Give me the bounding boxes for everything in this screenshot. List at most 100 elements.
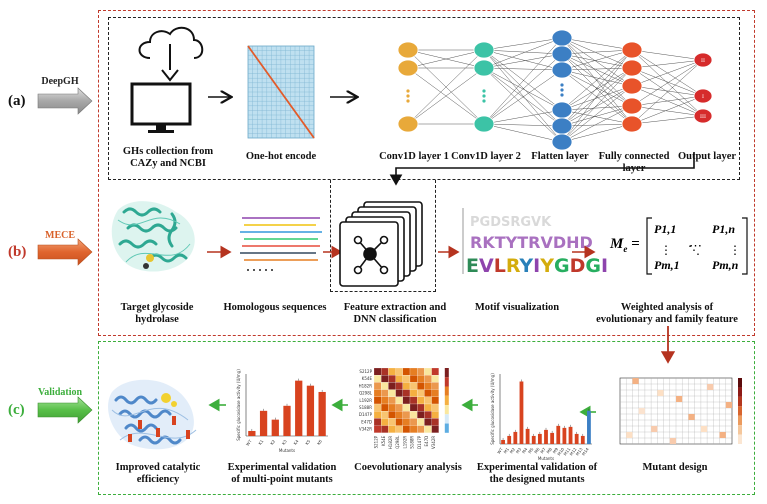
motif-letters: EVLRYIYGDGI <box>466 255 608 277</box>
motif-logo: PGDSRGVK RKTYTRVDHD EVLRYIYGDGI <box>462 208 608 277</box>
coevolution-cell <box>409 375 418 383</box>
bar <box>513 431 518 444</box>
coevolution-cell <box>402 367 411 376</box>
bar <box>501 439 505 444</box>
heatmap-cell <box>651 426 658 432</box>
output-node-label: II <box>701 58 705 64</box>
column-label: V342R <box>431 436 436 449</box>
matrix-symbol: Me = <box>610 236 640 254</box>
coevolution-cell <box>424 418 432 426</box>
label-improved-catalytic-efficiency: Improved catalytic efficiency <box>115 462 201 485</box>
colorbar-segment <box>444 386 449 396</box>
coevolution-cell <box>431 367 439 376</box>
improved-protein-structure <box>108 379 197 450</box>
tick-label: M10 <box>556 446 565 456</box>
column-label: E47D <box>424 436 429 447</box>
coevolution-cell <box>388 375 396 383</box>
colorbar-segment <box>738 396 742 407</box>
network-node <box>621 115 643 133</box>
svg-text:RKTYTRVDHD: RKTYTRVDHD <box>470 233 593 252</box>
coevolution-cell <box>381 389 389 397</box>
bar <box>295 380 303 436</box>
heatmap-cell <box>632 378 639 384</box>
bar <box>562 427 567 444</box>
deepgh-side-arrow <box>37 87 93 115</box>
row-label: V342R <box>359 427 372 432</box>
x-axis-label: Mutants <box>538 456 554 461</box>
coevolution-cell <box>388 389 396 397</box>
panel-c-letter: (c) <box>8 402 25 418</box>
heatmap-cell <box>707 384 714 390</box>
tick-label: M13 <box>575 446 584 456</box>
coevolution-cell <box>409 389 418 397</box>
coevolution-cell <box>431 382 439 390</box>
tick-label: K3 <box>281 438 288 445</box>
tick-label: M7 <box>539 446 547 454</box>
svg-text:PGDSRGVK: PGDSRGVK <box>470 215 552 230</box>
coevolution-cell <box>395 411 403 419</box>
label-target-glycoside-hydrolase: Target glycoside hydrolase <box>120 302 194 325</box>
bar <box>525 428 530 444</box>
network-node <box>473 115 495 133</box>
colorbar-segment <box>738 387 742 397</box>
output-node-label: III <box>700 114 706 120</box>
bar <box>544 429 548 444</box>
column-label: Q298L <box>395 435 400 449</box>
coevolution-cell <box>424 382 432 390</box>
output-node-label: I <box>702 94 704 100</box>
outer-red-frame <box>98 10 755 336</box>
heatmap-cell <box>638 408 645 414</box>
svg-text:⋮: ⋮ <box>729 243 741 257</box>
coevolution-cell <box>395 396 403 405</box>
ellipsis-dot <box>560 88 564 92</box>
ellipsis-dot <box>406 89 410 93</box>
weighted-matrix: ⋯ ⋮ ⋮ ⋱ <box>646 217 748 275</box>
colorbar-segment <box>444 368 449 378</box>
coevolution-cell <box>388 382 396 390</box>
coevolution-cell <box>431 425 439 433</box>
tick-label: M8 <box>545 446 553 454</box>
network-node <box>551 61 573 79</box>
coevolution-cell <box>388 411 396 419</box>
network-node <box>551 29 573 47</box>
target-protein-structure <box>111 201 195 272</box>
label-weighted-analysis: Weighted analysis of evolutionary and fa… <box>596 302 738 325</box>
cloud-download-icon <box>138 26 204 82</box>
network-node <box>693 108 713 124</box>
panel-b-letter: (b) <box>8 244 27 260</box>
coevolution-cell <box>417 403 425 412</box>
label-output-layer: Output layer <box>677 151 737 162</box>
tick-label: K6 <box>316 438 323 445</box>
coevolution-cell <box>431 418 439 426</box>
coevolution-cell <box>409 403 418 412</box>
row-label: S212P <box>359 369 372 374</box>
coevolution-cell <box>395 375 403 383</box>
coevolution-cell <box>395 367 403 376</box>
y-axis-label: Specific glucosidase activity (U/mg) <box>490 373 495 445</box>
network-node <box>621 97 643 115</box>
tick-label: K1 <box>257 438 264 445</box>
label-conv1d-layer-2: Conv1D layer 2 <box>451 151 521 162</box>
coevolution-cell <box>388 396 396 405</box>
homologous-sequence-lines <box>240 217 322 271</box>
coevolution-cell <box>417 375 425 383</box>
label-mutant-design: Mutant design <box>642 462 708 473</box>
coevolution-cell <box>373 367 382 376</box>
heatmap-cell <box>657 390 664 396</box>
tick-label: K5 <box>304 438 311 445</box>
label-feature-extraction: Feature extraction and DNN classificatio… <box>343 302 447 325</box>
tick-label: WT <box>496 446 504 455</box>
svg-text:⋯: ⋯ <box>689 238 702 253</box>
heatmap-cell <box>626 432 633 438</box>
coevolution-cell <box>424 396 432 405</box>
network-node <box>551 101 573 119</box>
label-flatten-layer: Flatten layer <box>531 151 589 162</box>
column-label: D147P <box>417 435 422 449</box>
coevolution-cell <box>424 367 432 376</box>
deepgh-arrow-label: DeepGH <box>41 76 79 87</box>
coevolution-cell <box>381 425 389 433</box>
label-coevolutionary-analysis: Coevolutionary analysis <box>354 462 462 473</box>
